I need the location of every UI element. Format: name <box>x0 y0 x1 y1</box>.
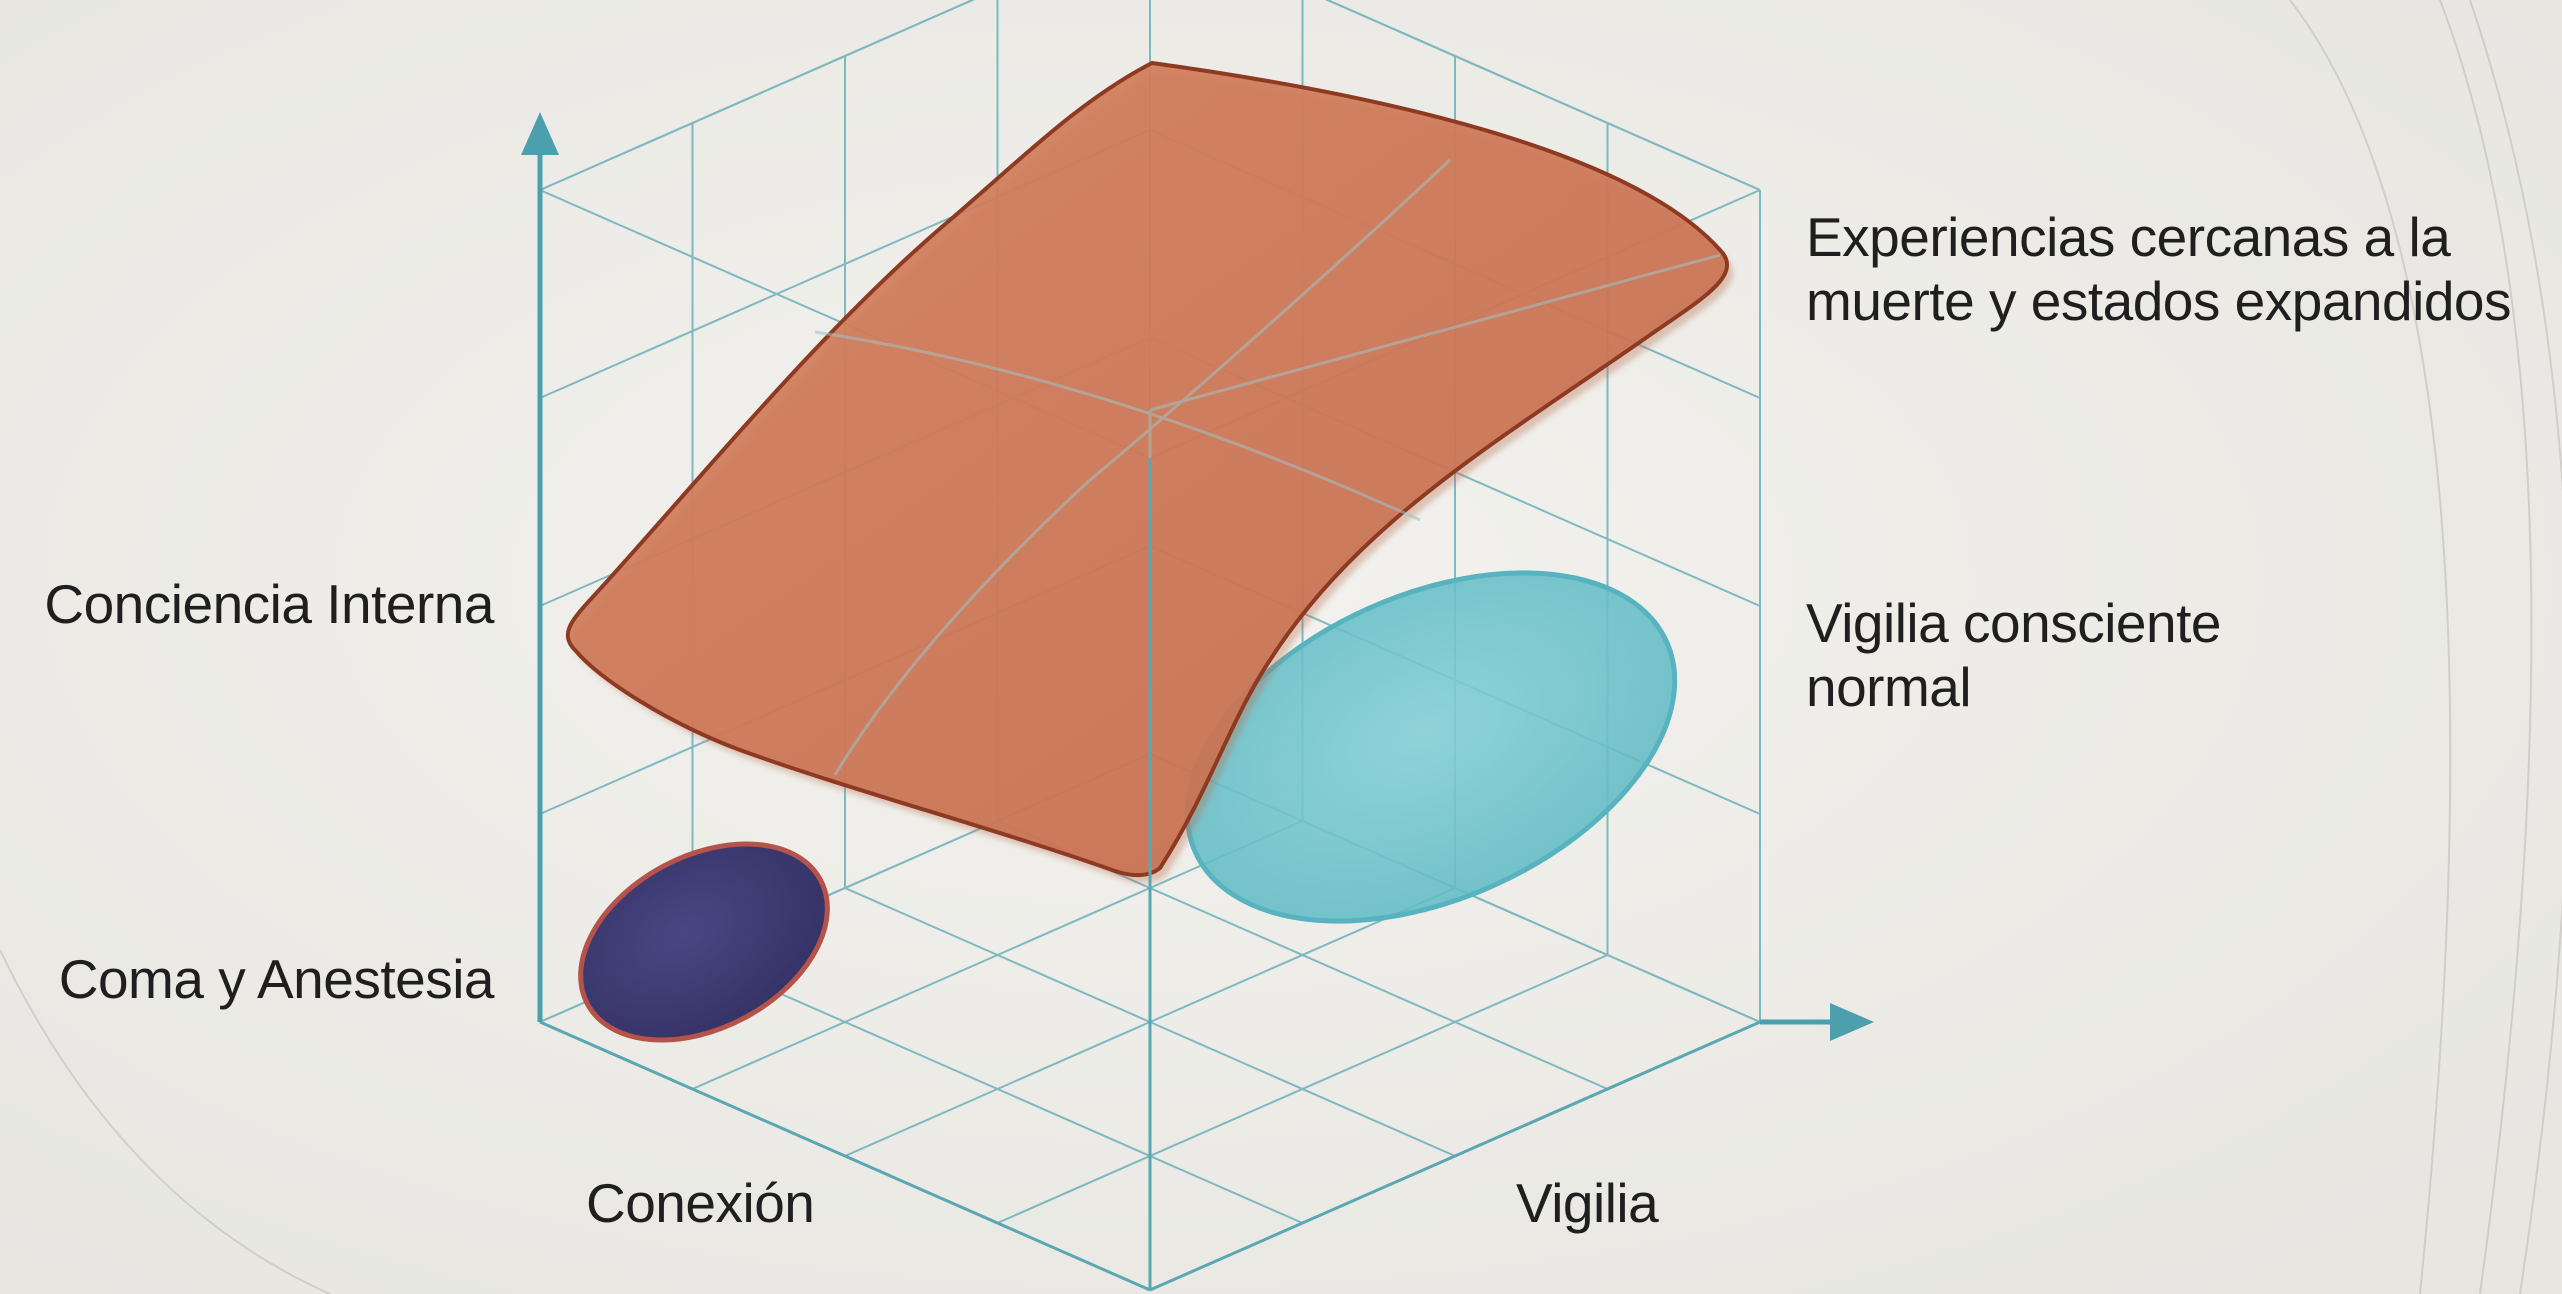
region-label-expanded-line1: Experiencias cercanas a la <box>1806 206 2511 270</box>
region-label-coma: Coma y Anestesia <box>0 948 494 1012</box>
region-label-expanded: Experiencias cercanas a la muerte y esta… <box>1806 206 2511 334</box>
region-label-normal-waking-line2: normal <box>1806 656 2221 720</box>
region-label-expanded-line2: muerte y estados expandidos <box>1806 270 2511 334</box>
region-label-normal-waking-line1: Vigilia consciente <box>1806 592 2221 656</box>
region-label-normal-waking: Vigilia consciente normal <box>1806 592 2221 720</box>
axis-label-horizontal: Vigilia <box>1516 1172 1658 1236</box>
axis-label-vertical: Conciencia Interna <box>0 573 494 637</box>
axis-label-depth: Conexión <box>586 1172 814 1236</box>
